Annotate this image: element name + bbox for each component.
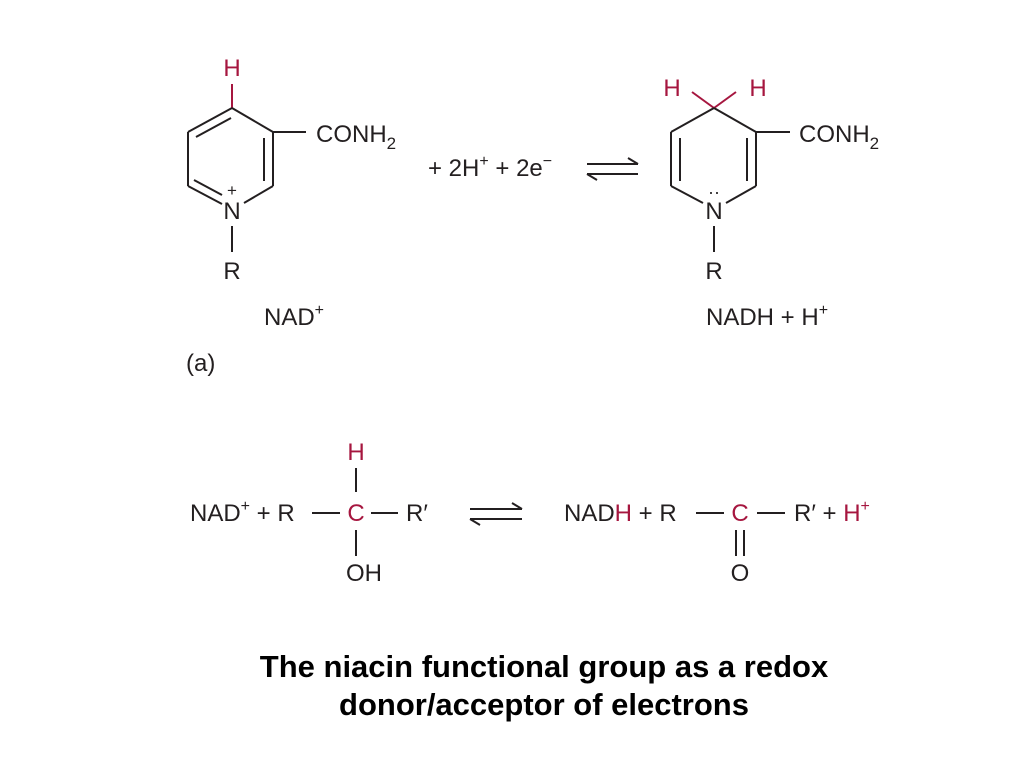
equilibrium-arrow-a (586, 157, 639, 181)
b-left-oh: OH (346, 560, 382, 587)
slide-caption: The niacin functional group as a redox d… (0, 648, 1024, 724)
nadh-h-right: H (749, 75, 766, 102)
ring-bond (187, 185, 223, 205)
ring-bond (670, 107, 715, 133)
panel-a-label: (a) (186, 350, 215, 377)
nad-name: NAD+ (264, 302, 324, 331)
caption-line-1: The niacin functional group as a redox (259, 649, 829, 684)
b-right-tail: R′ + H+ (794, 498, 870, 527)
caption-line-2: donor/acceptor of electrons (339, 687, 749, 722)
nadh-structure (670, 91, 790, 252)
b-left-prefix: NAD+ + R (190, 498, 295, 527)
nad-conh2: CONH2 (316, 121, 396, 153)
c4-h-bond-left (691, 91, 715, 109)
c4-h-bond-right (713, 91, 737, 109)
b-left-bonds (312, 468, 398, 556)
nad-ring-n: N (223, 198, 240, 225)
nad-top-h: H (223, 55, 240, 82)
nadh-name: NADH + H+ (706, 302, 828, 331)
nadh-lone-pair: ·· (708, 182, 720, 202)
ring-bond (670, 185, 704, 204)
b-right-prefix: NADH + R (564, 500, 677, 527)
ring-double-inner (195, 117, 232, 138)
b-right-bonds (696, 512, 785, 556)
ring-bond (725, 185, 757, 204)
b-right-c: C (731, 500, 748, 527)
nadh-r-group: R (705, 258, 722, 285)
ring-bond (243, 185, 274, 204)
b-left-c: C (347, 500, 364, 527)
ring-double-inner (193, 179, 223, 196)
b-left-h: H (347, 439, 364, 466)
b-left-r-prime: R′ (406, 500, 428, 527)
nad-plus-structure (187, 84, 306, 252)
reagents-text: + 2H+ + 2e− (428, 153, 552, 182)
nad-n-charge: + (227, 181, 237, 200)
nad-r-group: R (223, 258, 240, 285)
b-right-o: O (731, 560, 750, 587)
nadh-conh2: CONH2 (799, 121, 879, 153)
ring-bond (231, 107, 274, 133)
nadh-ring-n: N (705, 198, 722, 225)
ring-bond (713, 107, 757, 133)
nadh-h-left: H (663, 75, 680, 102)
equilibrium-arrow-b (469, 502, 523, 526)
ring-bond (187, 107, 233, 133)
